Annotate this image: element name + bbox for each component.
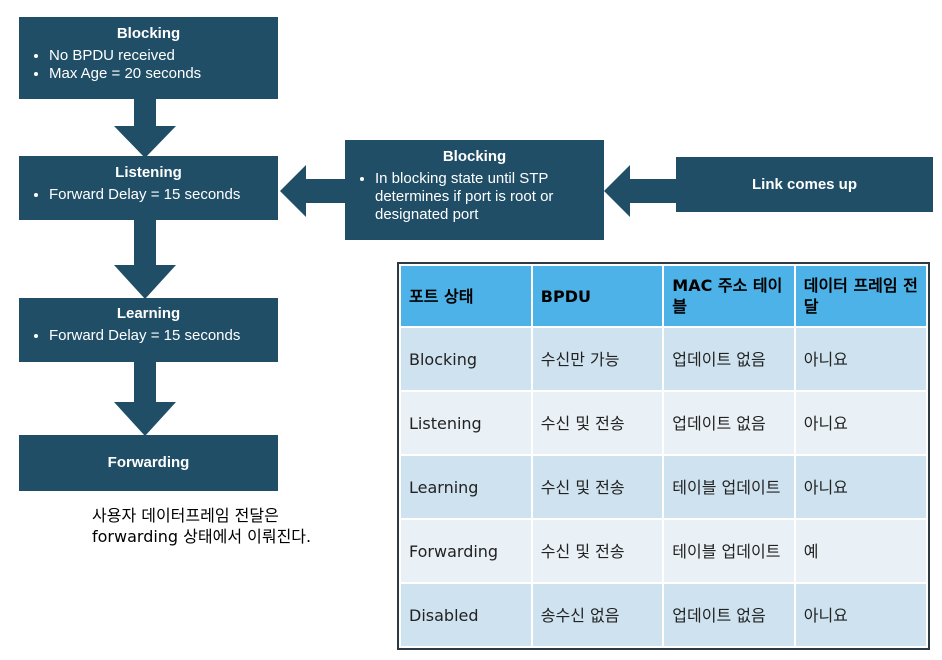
table-cell: 업데이트 없음 [662, 582, 796, 648]
caption-line-1: 사용자 데이터프레임 전달은 [92, 506, 279, 525]
table-cell: Blocking [399, 326, 533, 392]
table-cell: Learning [399, 454, 533, 520]
listening-state-box: Listening Forward Delay = 15 seconds [19, 156, 278, 220]
forwarding-caption: 사용자 데이터프레임 전달은 forwarding 상태에서 이뤄진다. [92, 505, 311, 547]
table-cell: 업데이트 없음 [662, 390, 796, 456]
table-cell: 아니요 [793, 326, 929, 392]
arrow-left-2 [604, 165, 676, 217]
table-cell: 송수신 없음 [530, 582, 665, 648]
arrow-down-2 [114, 219, 176, 299]
listening-item: Forward Delay = 15 seconds [49, 186, 278, 204]
table-row: Listening 수신 및 전송 업데이트 없음 아니요 [399, 390, 929, 456]
blocking-item: No BPDU received [49, 47, 278, 65]
table-cell: 아니요 [793, 390, 929, 456]
header-port-state: 포트 상태 [399, 264, 533, 328]
table-cell: Disabled [399, 582, 533, 648]
link-comes-up-title: Link comes up [751, 175, 858, 193]
learning-state-box: Learning Forward Delay = 15 seconds [19, 298, 278, 362]
table-cell: 수신만 가능 [530, 326, 665, 392]
table-row: Forwarding 수신 및 전송 테이블 업데이트 예 [399, 518, 929, 584]
forwarding-state-box: Forwarding [19, 435, 278, 491]
table-cell: 테이블 업데이트 [662, 454, 796, 520]
table-row: Blocking 수신만 가능 업데이트 없음 아니요 [399, 326, 929, 392]
blocking-state-box: Blocking No BPDU received Max Age = 20 s… [19, 17, 278, 99]
arrow-left-1 [280, 165, 348, 217]
header-mac-table: MAC 주소 테이블 [662, 264, 796, 328]
table-header-row: 포트 상태 BPDU MAC 주소 테이블 데이터 프레임 전달 [399, 264, 929, 328]
table-cell: 예 [793, 518, 929, 584]
table-row: Disabled 송수신 없음 업데이트 없음 아니요 [399, 582, 929, 648]
side-blocking-item: In blocking state until STP determines i… [375, 170, 590, 224]
learning-item: Forward Delay = 15 seconds [49, 327, 278, 345]
port-state-table: 포트 상태 BPDU MAC 주소 테이블 데이터 프레임 전달 Blockin… [397, 262, 930, 650]
table-cell: 수신 및 전송 [530, 454, 665, 520]
listening-title: Listening [115, 164, 182, 181]
table-cell: 수신 및 전송 [530, 518, 665, 584]
table-cell: Listening [399, 390, 533, 456]
header-bpdu: BPDU [530, 264, 665, 328]
caption-line-2: forwarding 상태에서 이뤄진다. [92, 527, 312, 546]
blocking-title: Blocking [116, 25, 181, 42]
table-cell: 아니요 [793, 454, 929, 520]
learning-title: Learning [116, 305, 181, 322]
table-row: Learning 수신 및 전송 테이블 업데이트 아니요 [399, 454, 929, 520]
table-cell: 업데이트 없음 [662, 326, 796, 392]
table-cell: 테이블 업데이트 [662, 518, 796, 584]
side-blocking-title: Blocking [442, 148, 507, 165]
link-comes-up-box: Link comes up [676, 157, 933, 212]
table-cell: Forwarding [399, 518, 533, 584]
blocking-item: Max Age = 20 seconds [49, 65, 278, 83]
header-data-frame: 데이터 프레임 전달 [793, 264, 929, 328]
table-cell: 아니요 [793, 582, 929, 648]
arrow-down-1 [114, 98, 176, 158]
side-blocking-box: Blocking In blocking state until STP det… [345, 140, 604, 240]
arrow-down-3 [114, 361, 176, 436]
table-cell: 수신 및 전송 [530, 390, 665, 456]
forwarding-title: Forwarding [107, 454, 190, 471]
